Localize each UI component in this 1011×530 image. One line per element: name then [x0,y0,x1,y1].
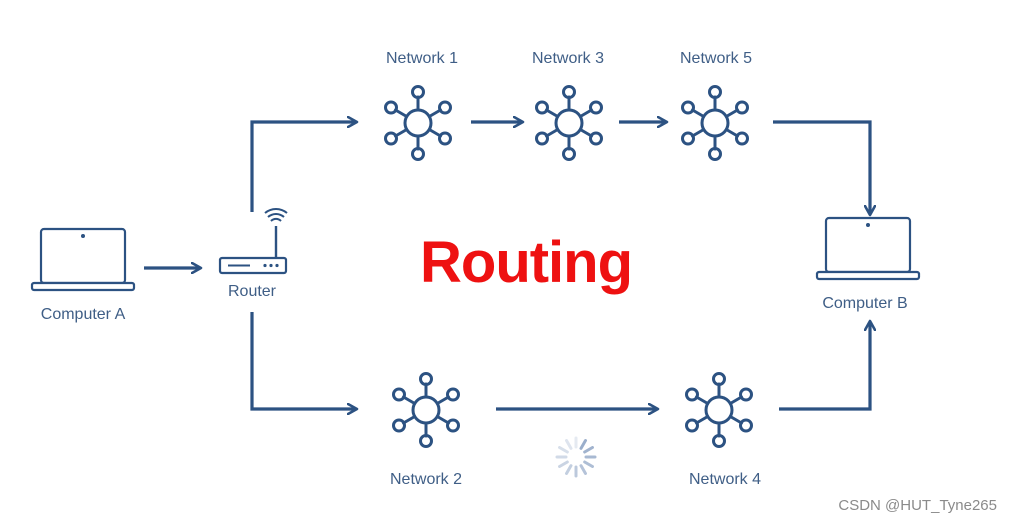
edges [144,122,870,409]
edge-network-4-to-computer-b [779,322,870,411]
edge-router-to-network-2 [250,312,356,409]
edge-router-to-network-1 [250,122,356,212]
network-5-hub-icon [681,85,749,161]
computer-a-laptop-icon [30,227,136,292]
spinner-tick [579,464,587,475]
spinner-tick [565,439,573,450]
network-3-label: Network 3 [531,50,605,67]
network-1-hub-icon [384,85,452,161]
diagram-title: Routing [420,230,633,295]
network-2-hub-icon [392,372,460,448]
computer-b-laptop-icon [815,216,921,281]
network-1-label: Network 1 [385,50,459,67]
network-3-hub-icon [535,85,603,161]
router-label: Router [227,283,277,300]
spinner-tick [583,446,594,454]
computer-a-label: Computer A [40,306,126,323]
loading-spinner-icon [555,436,597,478]
spinner-tick [565,464,573,475]
spinner-tick [583,460,594,468]
spinner-tick [558,446,569,454]
watermark: CSDN @HUT_Tyne265 [838,497,997,514]
edge-network-5-to-computer-b [773,120,870,214]
network-5-label: Network 5 [679,50,753,67]
network-2-label: Network 2 [389,471,463,488]
network-4-label: Network 4 [688,471,762,488]
spinner-tick [558,460,569,468]
wifi-router-icon [218,208,288,275]
network-4-hub-icon [685,372,753,448]
computer-b-label: Computer B [822,295,908,312]
spinner-tick [579,439,587,450]
